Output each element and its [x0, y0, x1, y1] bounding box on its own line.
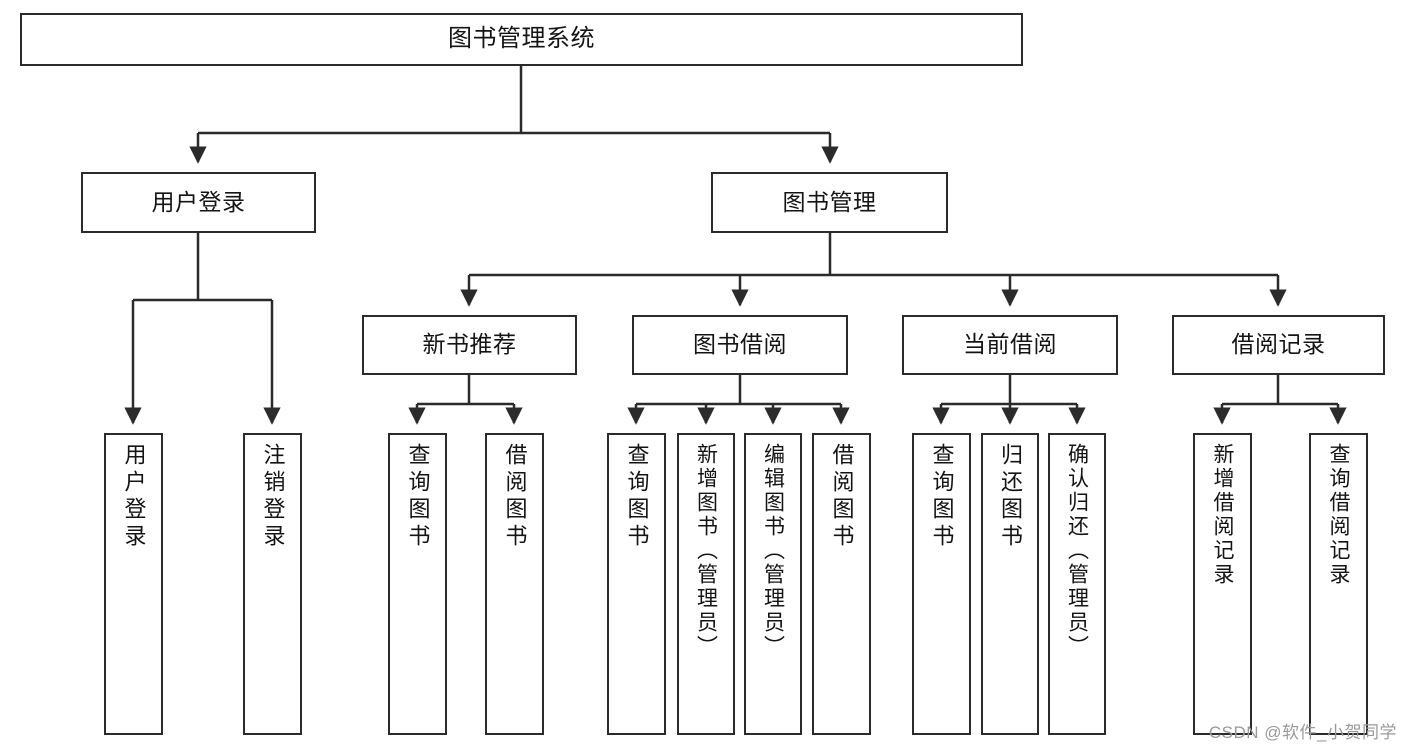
node-root-book-management-system[interactable]: 图书管理系统: [20, 13, 1023, 66]
node-leaf-query-book-3[interactable]: 查询图书: [912, 433, 971, 735]
node-label: 图书借阅: [693, 331, 787, 358]
node-label: 新增图书（管理员）: [694, 443, 718, 659]
node-leaf-confirm-return-admin[interactable]: 确认归还（管理员）: [1048, 433, 1106, 735]
node-label: 用户登录: [121, 443, 147, 551]
node-label: 查询图书: [405, 443, 431, 551]
node-label: 借阅图书: [829, 443, 855, 551]
node-label: 当前借阅: [963, 331, 1057, 358]
node-label: 借阅记录: [1231, 331, 1326, 358]
node-leaf-logout-login[interactable]: 注销登录: [243, 433, 302, 735]
node-leaf-query-book-1[interactable]: 查询图书: [388, 433, 447, 735]
node-label: 查询借阅记录: [1327, 443, 1350, 587]
node-leaf-borrow-book-1[interactable]: 借阅图书: [485, 433, 544, 735]
node-leaf-add-borrow-record[interactable]: 新增借阅记录: [1193, 433, 1252, 735]
node-leaf-borrow-book-2[interactable]: 借阅图书: [812, 433, 871, 735]
node-leaf-add-book-admin[interactable]: 新增图书（管理员）: [677, 433, 735, 735]
node-leaf-edit-book-admin[interactable]: 编辑图书（管理员）: [744, 433, 802, 735]
node-borrow-records[interactable]: 借阅记录: [1172, 315, 1385, 375]
node-label: 注销登录: [260, 443, 286, 551]
node-current-borrowing[interactable]: 当前借阅: [902, 315, 1118, 375]
node-leaf-query-borrow-record[interactable]: 查询借阅记录: [1309, 433, 1368, 735]
node-book-borrowing[interactable]: 图书借阅: [632, 315, 848, 375]
node-label: 图书管理: [782, 188, 877, 215]
node-label: 用户登录: [151, 188, 246, 215]
node-leaf-user-login[interactable]: 用户登录: [104, 433, 163, 735]
watermark: CSDN @软件_小贺同学: [1208, 723, 1397, 742]
node-label: 查询图书: [929, 443, 955, 551]
node-leaf-return-book[interactable]: 归还图书: [981, 433, 1039, 735]
node-label: 新书推荐: [422, 331, 517, 358]
node-label: 查询图书: [624, 443, 650, 551]
node-label: 归还图书: [998, 443, 1023, 551]
node-label: 编辑图书（管理员）: [761, 443, 785, 659]
node-leaf-query-book-2[interactable]: 查询图书: [607, 433, 666, 735]
node-book-management[interactable]: 图书管理: [711, 172, 948, 233]
node-label: 借阅图书: [502, 443, 528, 551]
node-label: 确认归还（管理员）: [1065, 443, 1089, 659]
node-user-login[interactable]: 用户登录: [81, 172, 316, 233]
node-new-book-recommendation[interactable]: 新书推荐: [362, 315, 577, 375]
node-label: 图书管理系统: [448, 25, 595, 53]
node-label: 新增借阅记录: [1211, 443, 1234, 587]
